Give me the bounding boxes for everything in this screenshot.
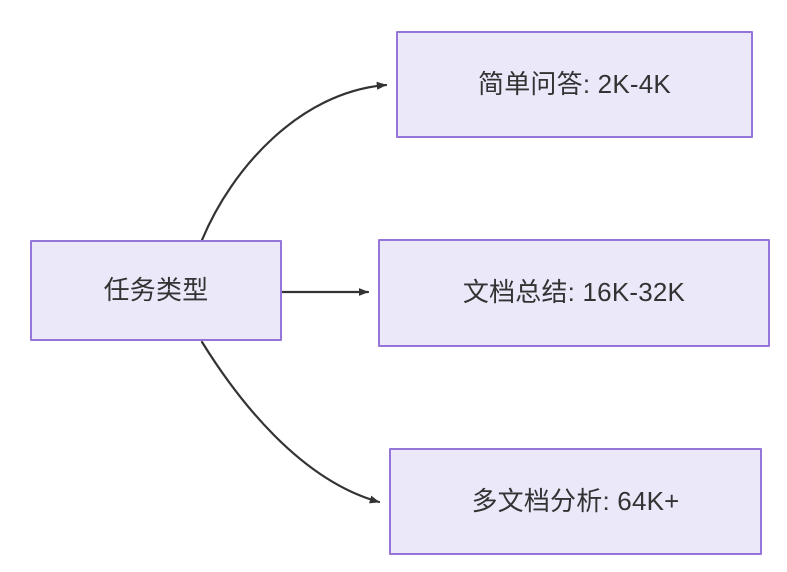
node-doc-summary[interactable]: 文档总结: 16K-32K — [378, 239, 770, 347]
node-task-type-label: 任务类型 — [103, 274, 209, 305]
node-task-type[interactable]: 任务类型 — [30, 240, 282, 341]
node-simple-qa[interactable]: 简单问答: 2K-4K — [396, 31, 753, 138]
node-simple-qa-label: 简单问答: 2K-4K — [478, 68, 671, 99]
node-multi-doc-analysis-label: 多文档分析: 64K+ — [471, 485, 680, 516]
node-multi-doc-analysis[interactable]: 多文档分析: 64K+ — [389, 448, 762, 555]
edge-to-multi-doc — [200, 340, 381, 504]
node-doc-summary-label: 文档总结: 16K-32K — [462, 277, 686, 308]
edge-to-simple-qa — [200, 81, 388, 242]
